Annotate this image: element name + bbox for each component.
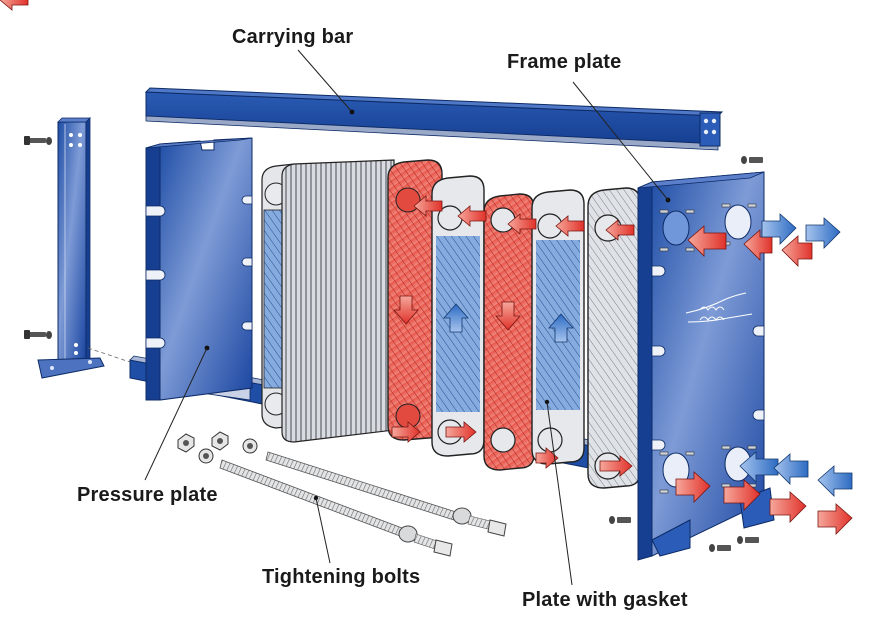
hot-down-arrow (393, 295, 521, 331)
label-carrying-bar: Carrying bar (232, 26, 354, 48)
leader-lines (144, 49, 669, 586)
leader-pressure-plate (144, 347, 208, 481)
hot-inlet-arrow (743, 229, 773, 261)
plate-hot (483, 193, 535, 471)
nut-icon (177, 433, 195, 453)
tightening-bolt (265, 451, 507, 537)
hot-inlet-arrow (687, 225, 727, 257)
leader-carrying-bar (297, 49, 353, 113)
frame-plate (609, 156, 775, 561)
plate-pack (261, 159, 395, 443)
washer-icon (198, 448, 214, 464)
cold-outlet-arrow (761, 213, 797, 245)
bolt-icon (737, 536, 759, 544)
hot-outlet-arrow (723, 479, 761, 511)
bolt-icon (609, 516, 631, 524)
leader-tightening-bolts (315, 497, 331, 564)
hot-outlet-arrow (769, 491, 807, 523)
pressure-plate (145, 137, 253, 401)
hot-flow-arrow (0, 0, 29, 11)
cold-inlet-arrow (817, 465, 853, 497)
tightening-bolts (177, 431, 507, 557)
hot-outlet-arrow (675, 471, 711, 503)
leader-frame-plate (572, 81, 669, 201)
cold-up-arrow (443, 303, 574, 343)
nut-icon (211, 431, 229, 451)
flow-arrows-internal (0, 0, 635, 477)
leader-plate-with-gasket (546, 401, 573, 586)
bolt-icon (24, 330, 52, 339)
hot-flow-arrow (391, 421, 633, 477)
tightening-bolt (219, 459, 453, 557)
carrying-bar (144, 87, 724, 151)
label-plate-with-gasket: Plate with gasket (522, 589, 688, 611)
hot-outlet-arrow (817, 503, 853, 535)
cold-inlet-arrow (773, 453, 809, 485)
bolt-icon (24, 136, 52, 145)
support-column (24, 117, 131, 379)
label-tightening-bolts: Tightening bolts (262, 566, 421, 588)
label-frame-plate: Frame plate (507, 51, 622, 73)
label-pressure-plate: Pressure plate (77, 484, 218, 506)
bolt-icon (741, 156, 763, 164)
manufacturer-logo (685, 292, 753, 323)
cold-outlet-arrow (805, 217, 841, 249)
flow-arrows-external (675, 213, 853, 535)
bolt-icon (709, 544, 731, 552)
washer-icon (242, 438, 258, 454)
hot-inlet-arrow (781, 235, 813, 267)
